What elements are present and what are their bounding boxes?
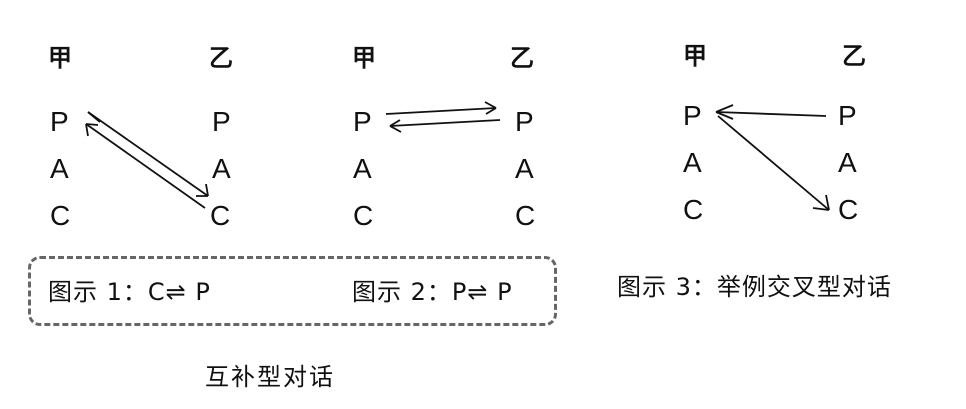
d2-parallel-arrows [385, 101, 501, 133]
d3-arrow-p-to-c-line [717, 115, 830, 211]
d1-cross-arrows [85, 111, 209, 209]
d3-left-c: C [683, 194, 704, 225]
d2-left-p: P [353, 106, 372, 137]
d1-arrow-tail-a [87, 111, 101, 123]
caption-fig1: 图示 1：C⇌ P [48, 278, 211, 306]
d2-arrowhead-right [484, 101, 497, 115]
d1-arrow-line-a [87, 111, 209, 197]
caption-group-box [28, 256, 557, 326]
d3-left-a: A [683, 147, 702, 178]
d1-left-c: C [50, 200, 71, 231]
d3-arrowhead-left [715, 104, 734, 120]
d3-arrow-p-to-p-line [715, 111, 827, 117]
d3-arrowhead-down [812, 194, 830, 211]
d1-left-a: A [50, 153, 69, 184]
d3-left-p: P [683, 100, 702, 131]
d2-left-head: 甲 [352, 44, 376, 72]
d1-arrow-line-b [85, 123, 206, 209]
d2-left-c: C [353, 200, 374, 231]
d2-right-a: A [515, 153, 534, 184]
d1-arrowhead-up [85, 123, 99, 137]
d1-right-p: P [212, 106, 231, 137]
d1-arrowhead-down [196, 183, 209, 197]
d1-left-p: P [50, 106, 69, 137]
group-title: 互补型对话 [205, 363, 335, 391]
d2-right-c: C [515, 200, 536, 231]
d2-arrow-line-bottom [389, 119, 501, 127]
d2-right-p: P [515, 106, 534, 137]
d3-right-p: P [838, 100, 857, 131]
d2-left-a: A [353, 153, 372, 184]
d1-right-c: C [210, 200, 231, 231]
caption-fig2: 图示 2：P⇌ P [352, 278, 513, 306]
d1-right-head: 乙 [209, 44, 233, 72]
caption-fig3: 图示 3：举例交叉型对话 [617, 273, 892, 301]
d3-right-a: A [838, 147, 857, 178]
d1-right-a: A [212, 153, 231, 184]
d1-left-head: 甲 [48, 44, 72, 72]
d2-arrowhead-left [389, 119, 402, 133]
d2-arrow-line-top [385, 107, 497, 115]
d3-crossed-arrows [715, 104, 830, 211]
d3-right-c: C [838, 194, 859, 225]
d3-left-head: 甲 [683, 42, 707, 70]
d3-right-head: 乙 [842, 42, 866, 70]
d2-right-head: 乙 [510, 44, 534, 72]
